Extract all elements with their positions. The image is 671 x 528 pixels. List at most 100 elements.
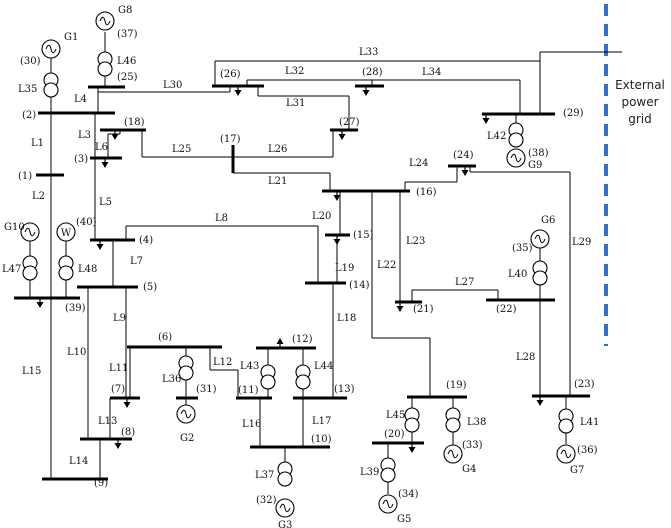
- generator-g7-icon: [556, 444, 576, 464]
- label-l40: L40: [508, 269, 527, 280]
- label-l10: L10: [67, 347, 86, 358]
- label-g1: G1: [64, 32, 78, 43]
- external-grid-label-3: grid: [628, 112, 652, 126]
- label-l12: L12: [213, 357, 232, 368]
- node-36: (36): [577, 445, 598, 456]
- label-bus-13: (13): [334, 384, 355, 395]
- label-bus-20: (20): [384, 429, 405, 440]
- label-l39: L39: [360, 467, 379, 478]
- transformer-l45: [404, 407, 420, 433]
- label-bus-3: (3): [74, 154, 88, 165]
- label-l4: L4: [74, 94, 87, 105]
- label-l14: L14: [69, 456, 88, 467]
- node-38: (38): [528, 148, 549, 159]
- label-l27: L27: [455, 277, 474, 288]
- transformer-l46: [97, 51, 113, 77]
- label-l23: L23: [406, 236, 425, 247]
- node-37: (37): [117, 29, 138, 40]
- label-l21: L21: [268, 176, 287, 187]
- label-bus-21: (21): [413, 304, 434, 315]
- generator-g8-icon: [95, 11, 115, 31]
- label-l44: L44: [314, 361, 333, 372]
- generator-g3-icon: [275, 498, 295, 518]
- node-33: (33): [462, 440, 483, 451]
- node-35: (35): [512, 243, 533, 254]
- label-l1: L1: [31, 138, 44, 149]
- label-l11: L11: [109, 363, 128, 374]
- label-l3: L3: [78, 130, 91, 141]
- generator-g1-icon: [41, 39, 61, 59]
- label-l16: L16: [242, 419, 261, 430]
- label-l38: L38: [467, 417, 486, 428]
- label-bus-7: (7): [111, 384, 125, 395]
- label-bus-5: (5): [143, 282, 157, 293]
- label-l46: L46: [117, 56, 136, 67]
- label-bus-18: (18): [124, 117, 145, 128]
- label-bus-6: (6): [158, 332, 172, 343]
- generator-g5-icon: [378, 494, 398, 514]
- label-g8: G8: [118, 5, 132, 16]
- label-l19: L19: [335, 263, 354, 274]
- label-bus-27: (27): [339, 117, 360, 128]
- label-l31: L31: [286, 98, 305, 109]
- label-bus-16: (16): [416, 187, 437, 198]
- transformer-l38: [445, 407, 461, 433]
- external-grid-label-1: External: [615, 78, 665, 92]
- label-g7: G7: [570, 465, 584, 476]
- label-l32: L32: [285, 66, 304, 77]
- label-bus-22: (22): [496, 304, 517, 315]
- label-l48: L48: [78, 264, 97, 275]
- label-g2: G2: [180, 433, 194, 444]
- label-l17: L17: [312, 416, 331, 427]
- label-bus-25: (25): [117, 72, 138, 83]
- label-bus-4: (4): [139, 235, 153, 246]
- wind-generator-icon: [56, 222, 76, 242]
- transformer-l35: [43, 72, 59, 98]
- label-bus-28: (28): [362, 67, 383, 78]
- label-bus-14: (14): [349, 280, 370, 291]
- label-l26: L26: [268, 144, 287, 155]
- label-bus-24: (24): [453, 150, 474, 161]
- generator-g2-icon: [176, 404, 196, 424]
- label-l45: L45: [386, 410, 405, 421]
- generator-g4-icon: [443, 444, 463, 464]
- transformer-l40: [532, 260, 548, 286]
- label-l30: L30: [163, 80, 182, 91]
- external-grid-label-2: power: [621, 95, 658, 109]
- label-g5: G5: [397, 514, 411, 525]
- label-l18: L18: [337, 313, 356, 324]
- node-32: (32): [256, 495, 277, 506]
- label-l2: L2: [32, 191, 45, 202]
- label-bus-39: (39): [65, 303, 86, 314]
- node-34: (34): [398, 489, 419, 500]
- label-l35: L35: [18, 84, 37, 95]
- label-l41: L41: [580, 417, 599, 428]
- label-l7: L7: [130, 256, 143, 267]
- wind-generator-label: W: [61, 228, 72, 239]
- label-g3: G3: [278, 520, 292, 528]
- generator-g9-icon: [506, 148, 526, 168]
- transformer-l47: [22, 255, 38, 281]
- generator-g6-icon: [530, 229, 550, 249]
- node-40: (40): [76, 217, 97, 228]
- label-bus-8: (8): [121, 427, 135, 438]
- node-31: (31): [196, 384, 217, 395]
- label-l22: L22: [377, 260, 396, 271]
- label-bus-12: (12): [292, 334, 313, 345]
- label-bus-1: (1): [18, 171, 32, 182]
- label-bus-17: (17): [220, 134, 241, 145]
- transformer-l39: [380, 457, 396, 483]
- label-l47: L47: [2, 264, 21, 275]
- label-g4: G4: [462, 464, 476, 475]
- label-bus-23: (23): [574, 379, 595, 390]
- label-l37: L37: [255, 470, 274, 481]
- transformer-l48: [58, 255, 74, 281]
- label-g10: G10: [4, 222, 25, 233]
- label-bus-26: (26): [220, 69, 241, 80]
- label-l5: L5: [99, 197, 112, 208]
- transformer-l37: [277, 461, 293, 487]
- label-l20: L20: [312, 211, 331, 222]
- label-l33: L33: [359, 47, 378, 58]
- node-30: (30): [20, 56, 41, 67]
